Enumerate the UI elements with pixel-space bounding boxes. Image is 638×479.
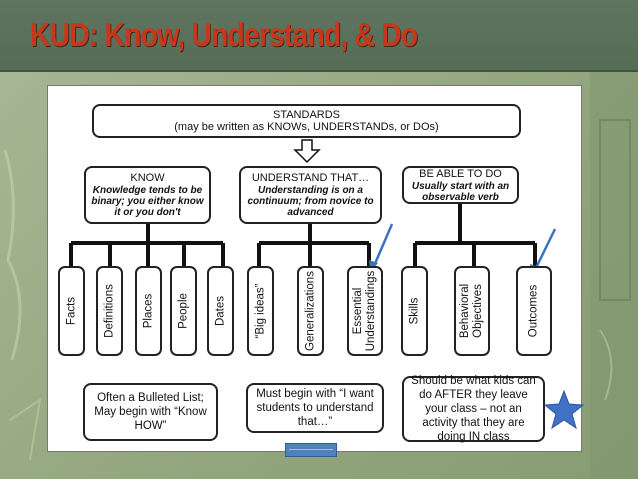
connector-lines [69, 139, 557, 276]
do-item-outcomes: Outcomes [516, 266, 552, 356]
know-heading: KNOW [130, 172, 165, 184]
do-heading: BE ABLE TO DO [419, 167, 502, 180]
know-box: KNOW Knowledge tends to be binary; you e… [84, 166, 211, 224]
diagram-panel: STANDARDS (may be written as KNOWs, UNDE… [47, 85, 582, 452]
understand-note: Must begin with “I want students to unde… [256, 388, 374, 428]
standards-box: STANDARDS (may be written as KNOWs, UNDE… [92, 104, 521, 138]
know-note-box: Often a Bulleted List; May begin with “K… [83, 383, 218, 441]
slide-title: KUD: Know, Understand, & Do [30, 16, 418, 53]
title-bar: KUD: Know, Understand, & Do [0, 0, 638, 72]
understand-description: Understanding is on a continuum; from no… [247, 185, 374, 218]
know-item-places: Places [135, 266, 162, 356]
do-note-box: Should be what kids can do AFTER they le… [402, 375, 545, 443]
understand-heading: UNDERSTAND THAT… [251, 172, 370, 184]
understand-box: UNDERSTAND THAT… Understanding is on a c… [239, 166, 382, 224]
do-description: Usually start with an observable verb [411, 180, 510, 203]
understand-note-box: Must begin with “I want students to unde… [246, 383, 384, 433]
do-note: Should be what kids can do AFTER they le… [411, 375, 536, 443]
blue-arrow-icon [369, 223, 394, 272]
blue-bar-marker [285, 443, 337, 457]
understand-item-generalizations: Generalizations [297, 266, 324, 356]
know-description: Knowledge tends to be binary; you either… [91, 185, 204, 218]
down-arrow-icon [293, 139, 321, 164]
standards-heading: STANDARDS [272, 109, 341, 121]
do-box: BE ABLE TO DO Usually start with an obse… [402, 166, 519, 204]
do-item-skills: Skills [401, 266, 428, 356]
understand-item-essential-understandings: Essential Understandings [347, 266, 383, 356]
know-item-definitions: Definitions [96, 266, 123, 356]
know-item-facts: Facts [58, 266, 85, 356]
do-item-behavioral-objectives: Behavioral Objectives [454, 266, 490, 356]
know-item-dates: Dates [207, 266, 234, 356]
know-note: Often a Bulleted List; May begin with “K… [94, 392, 207, 432]
understand-item-big-ideas: “Big ideas” [247, 266, 274, 356]
standards-subtitle: (may be written as KNOWs, UNDERSTANDs, o… [174, 121, 439, 133]
know-item-people: People [170, 266, 197, 356]
star-icon [544, 390, 584, 430]
